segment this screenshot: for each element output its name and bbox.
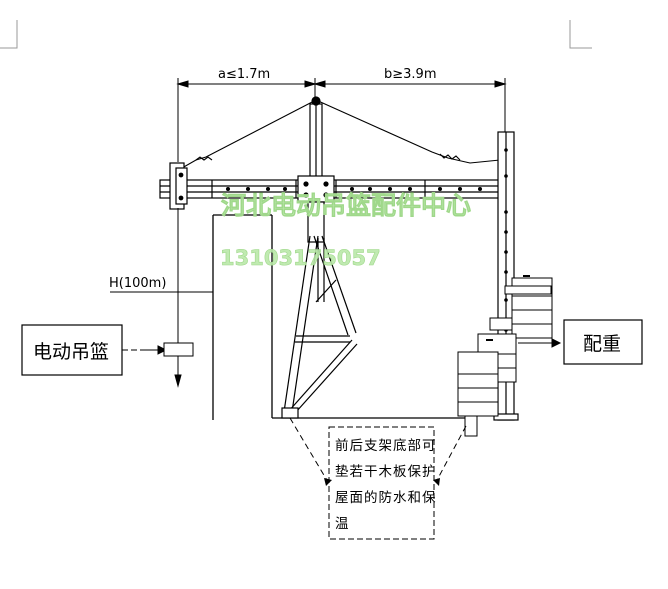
counterweight-label: 配重 xyxy=(583,333,621,355)
note-arrow-left xyxy=(324,478,332,486)
building-outline xyxy=(212,214,468,420)
counterweight-pointer xyxy=(518,338,562,348)
dimension-a-label: a≤1.7m xyxy=(218,67,270,82)
note-box xyxy=(328,426,435,540)
beam-bolt-holes xyxy=(226,187,482,191)
dimension-lines xyxy=(176,78,507,162)
note-line-3: 屋面的防水和保 xyxy=(335,490,437,506)
watermark-phone: 13103175057 xyxy=(220,246,381,270)
page-corner-marks xyxy=(0,20,592,49)
note-line-1: 前后支架底部可 xyxy=(335,437,437,454)
note-arrow-right xyxy=(433,478,440,486)
counterweight-label-box xyxy=(563,319,643,365)
height-label: H(100m) xyxy=(109,276,166,291)
main-beam xyxy=(159,179,511,199)
tension-cables xyxy=(181,99,501,169)
watermark-company: 河北电动吊篮配件中心 xyxy=(221,191,471,220)
note-line-4: 温 xyxy=(335,516,350,532)
front-end-plate xyxy=(169,162,188,210)
basket-pointer xyxy=(122,342,194,357)
height-indicator xyxy=(110,208,213,388)
basket-label-box xyxy=(21,324,123,376)
basket-label: 电动吊篮 xyxy=(33,341,109,363)
dimension-b-label: b≥3.9m xyxy=(384,67,436,82)
center-mast xyxy=(297,96,335,203)
front-support-frame xyxy=(281,201,358,419)
note-pointers xyxy=(289,417,467,483)
note-line-2: 垫若干木板保护 xyxy=(335,464,437,480)
counterweight-stack xyxy=(457,275,553,437)
